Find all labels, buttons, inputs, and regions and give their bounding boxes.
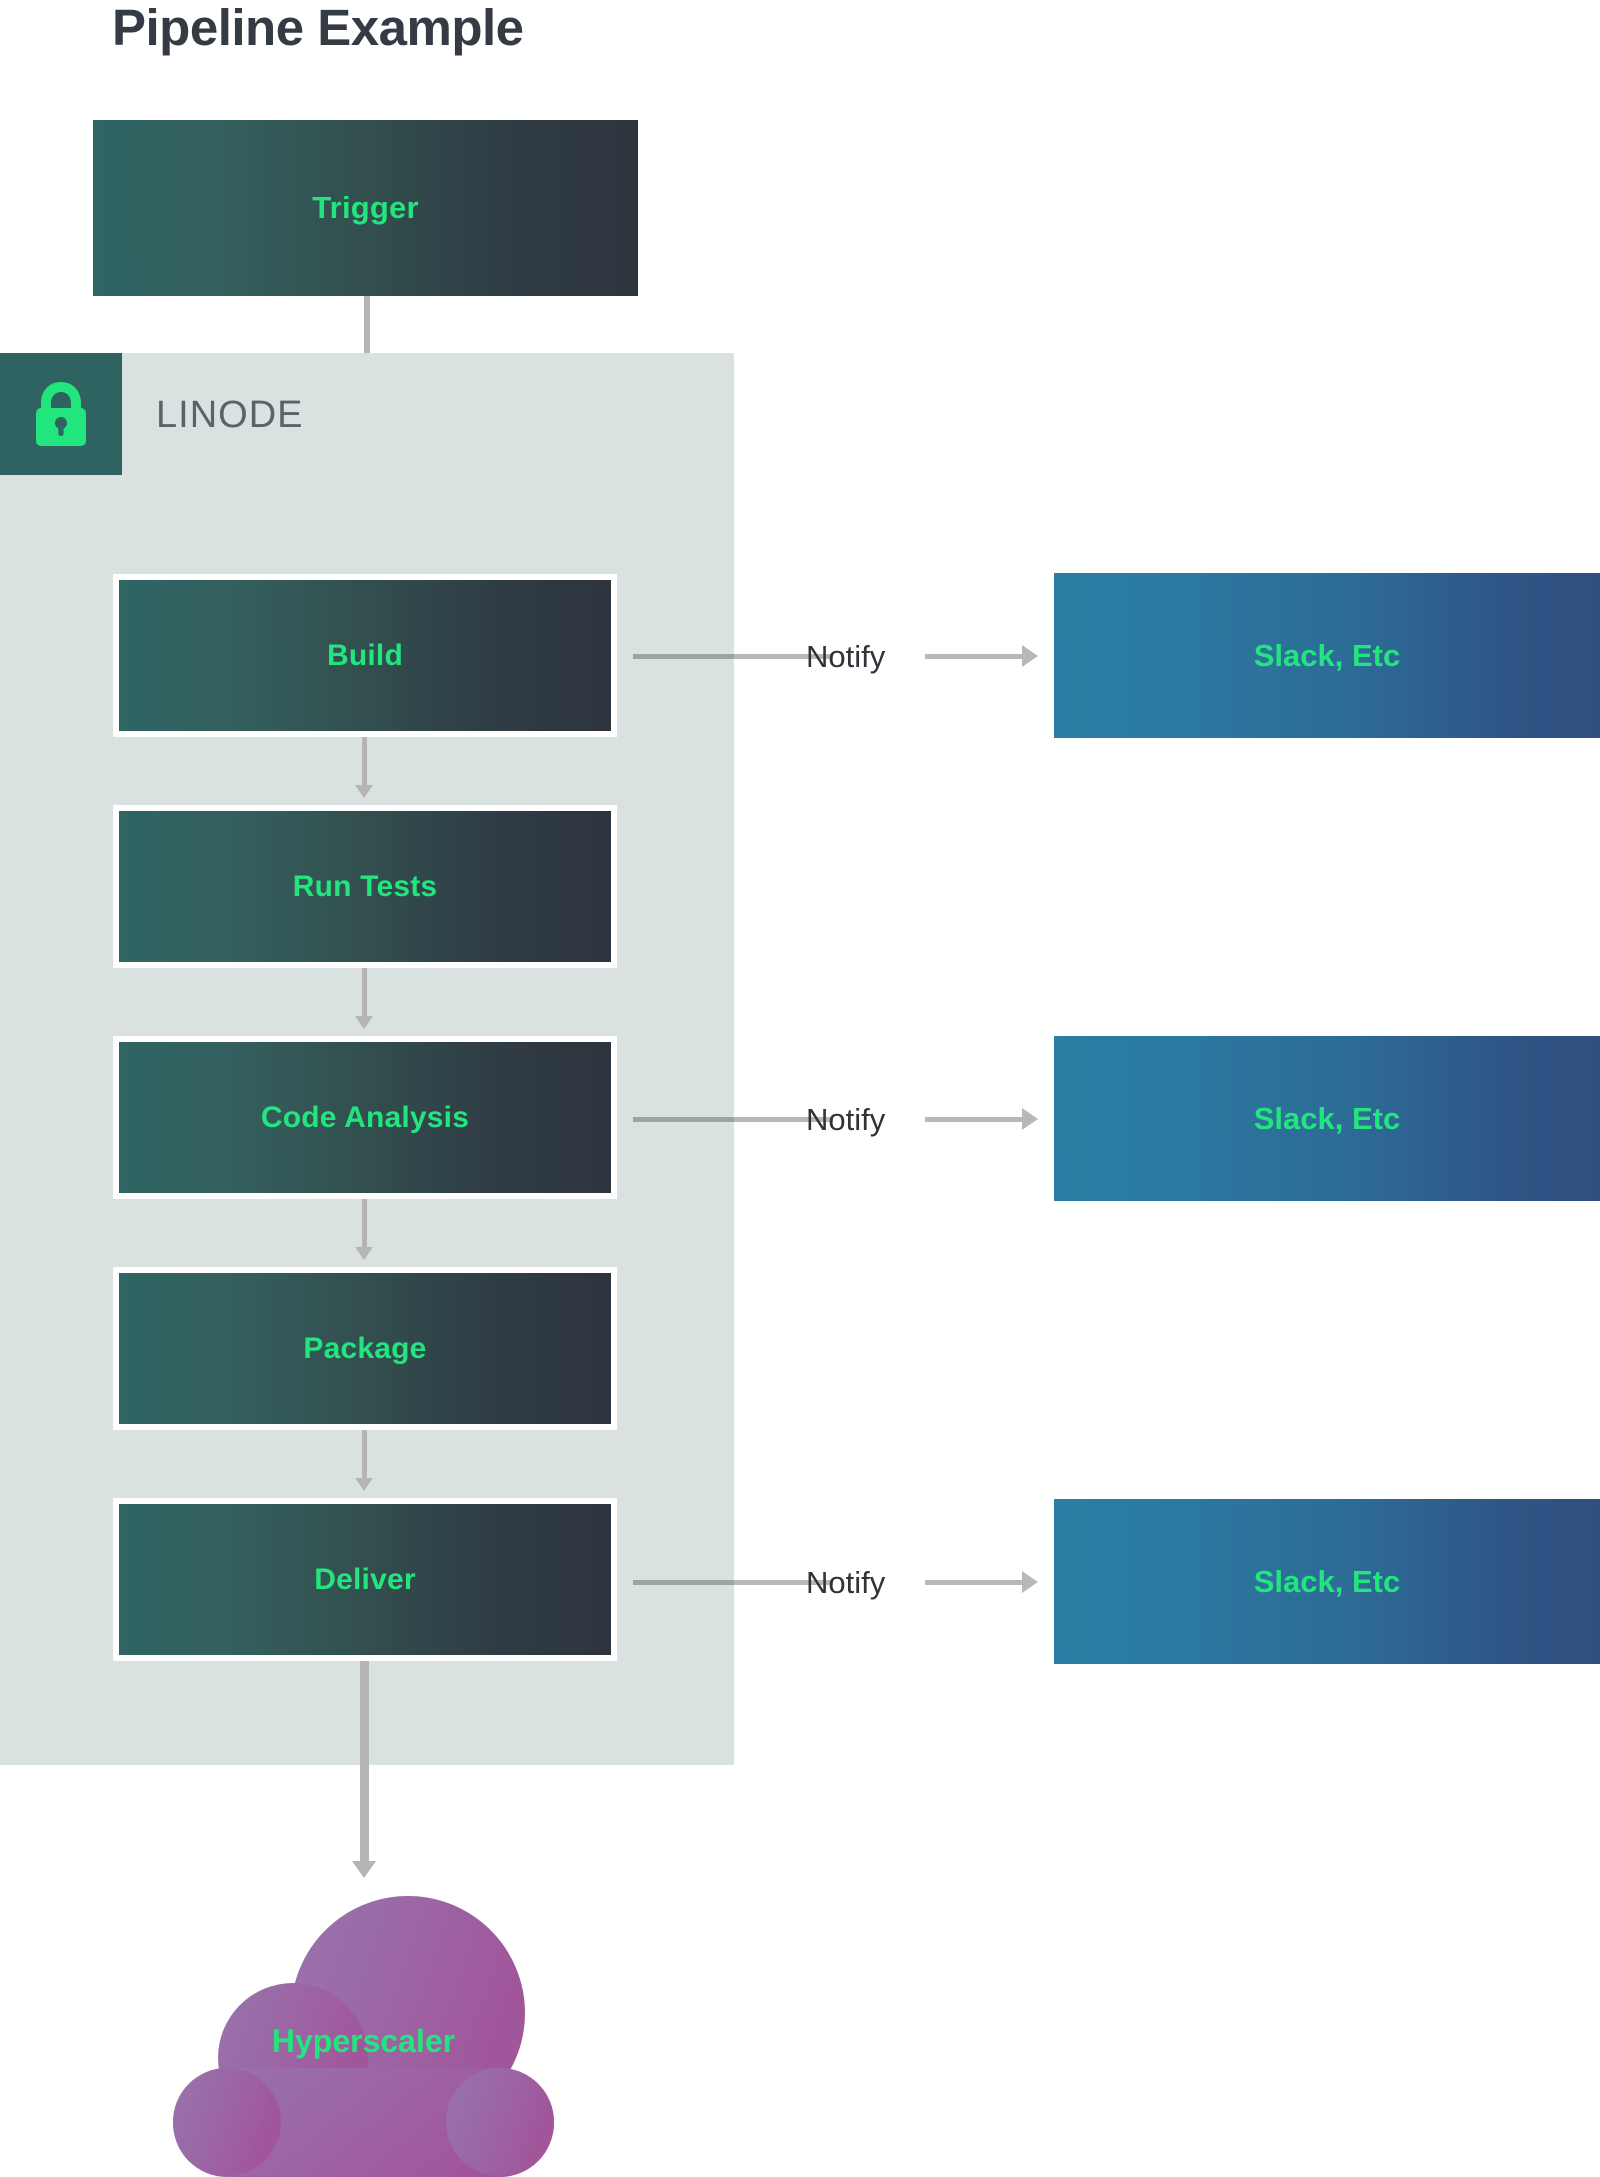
notify-arrowhead-1	[1022, 645, 1038, 667]
connector-run-tests-to-code-analysis-arrowhead	[355, 1016, 373, 1029]
notify-target-3-label: Slack, Etc	[1253, 1563, 1401, 1599]
connector-deliver-to-hyperscaler-arrowhead	[352, 1861, 376, 1878]
notify-line-3b	[734, 1580, 833, 1585]
lock-icon	[36, 382, 86, 446]
connector-package-to-deliver-arrowhead	[355, 1478, 373, 1491]
notify-label-1: Notify	[806, 639, 886, 674]
trigger-node[interactable]: Trigger	[93, 120, 638, 296]
notify-arrowhead-3	[1022, 1571, 1038, 1593]
notify-label-3: Notify	[806, 1565, 886, 1600]
page-title: Pipeline Example	[112, 0, 524, 56]
stage-code-analysis[interactable]: Code Analysis	[113, 1036, 617, 1199]
notify-target-3[interactable]: Slack, Etc	[1054, 1499, 1600, 1664]
trigger-label: Trigger	[312, 190, 419, 225]
stage-build[interactable]: Build	[113, 574, 617, 737]
connector-code-analysis-to-package-arrowhead	[355, 1247, 373, 1260]
stage-deliver[interactable]: Deliver	[113, 1498, 617, 1661]
hyperscaler-node[interactable]: Hyperscaler	[143, 1893, 584, 2177]
notify-line-2a	[633, 1117, 734, 1122]
notify-target-1[interactable]: Slack, Etc	[1054, 573, 1600, 738]
notify-line-3a	[633, 1580, 734, 1585]
stage-code-analysis-label: Code Analysis	[260, 1100, 470, 1134]
notify-line-1b	[734, 654, 833, 659]
linode-zone-label: LINODE	[156, 394, 304, 436]
stage-build-label: Build	[327, 638, 403, 672]
notify-line-3c	[925, 1580, 1022, 1585]
connector-run-tests-to-code-analysis	[362, 968, 367, 1016]
stage-deliver-label: Deliver	[314, 1562, 416, 1596]
notify-line-2c	[925, 1117, 1022, 1122]
notify-target-1-label: Slack, Etc	[1253, 637, 1401, 673]
notify-target-2-label: Slack, Etc	[1253, 1100, 1401, 1136]
connector-build-to-run-tests	[362, 737, 367, 785]
connector-deliver-to-hyperscaler	[360, 1661, 369, 1861]
stage-package[interactable]: Package	[113, 1267, 617, 1430]
stage-run-tests[interactable]: Run Tests	[113, 805, 617, 968]
notify-line-1a	[633, 654, 734, 659]
stage-package-label: Package	[303, 1331, 427, 1365]
connector-build-to-run-tests-arrowhead	[355, 785, 373, 798]
notify-line-1c	[925, 654, 1022, 659]
cloud-shape-icon	[173, 1896, 554, 2177]
linode-zone-badge	[0, 353, 122, 475]
notify-arrowhead-2	[1022, 1108, 1038, 1130]
notify-target-2[interactable]: Slack, Etc	[1054, 1036, 1600, 1201]
stage-run-tests-label: Run Tests	[292, 869, 438, 903]
notify-label-2: Notify	[806, 1102, 886, 1137]
connector-package-to-deliver	[362, 1430, 367, 1478]
connector-code-analysis-to-package	[362, 1199, 367, 1247]
hyperscaler-label: Hyperscaler	[271, 2023, 456, 2059]
notify-line-2b	[734, 1117, 833, 1122]
